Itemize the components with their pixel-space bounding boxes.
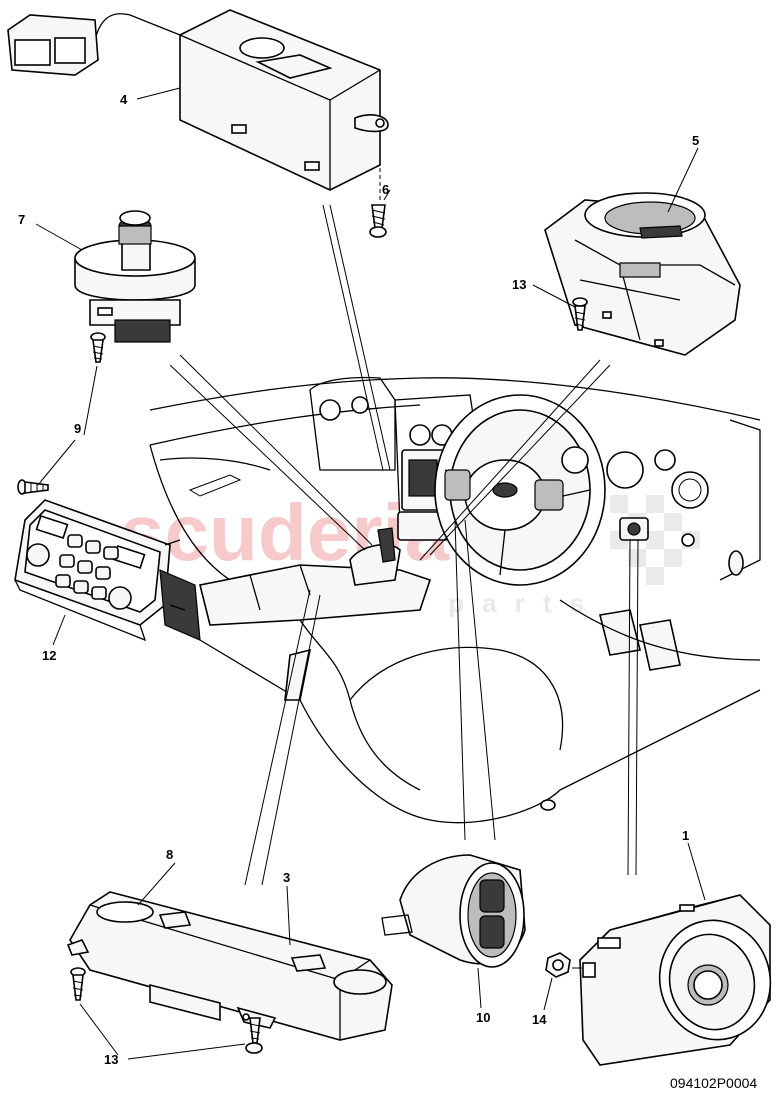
callout-10: 6 bbox=[382, 182, 389, 197]
part-5-hazard-switch bbox=[544, 192, 741, 356]
part-6-steering-wheel-switch bbox=[381, 854, 526, 968]
callout-4: 4 bbox=[120, 92, 128, 107]
callout-labels: 4 5 6 7 13 9 12 1 8 3 10 14 13 bbox=[18, 92, 699, 1067]
watermark: scuderia car parts bbox=[120, 488, 700, 618]
callout-leaders bbox=[35, 87, 706, 1060]
part-13-screw-lower-right bbox=[245, 1017, 263, 1054]
part-7-mirror-adjust-switch bbox=[74, 210, 196, 343]
callout-8: 8 bbox=[166, 847, 173, 862]
part-3-console-switch-panel bbox=[66, 891, 393, 1041]
car-interior-illustration bbox=[149, 376, 761, 824]
climate-buttons bbox=[55, 534, 119, 600]
callout-12: 12 bbox=[42, 648, 56, 663]
part-10-screw bbox=[369, 204, 387, 238]
callout-5: 5 bbox=[692, 133, 699, 148]
part-14-nut bbox=[545, 952, 582, 978]
part-13-screw-lower-left bbox=[70, 967, 86, 1001]
callout-13-upper: 13 bbox=[512, 277, 526, 292]
part-13-screw-upper bbox=[572, 297, 588, 331]
part-9-screw-lower bbox=[17, 479, 49, 495]
part-4-control-unit bbox=[7, 9, 389, 191]
callout-1: 1 bbox=[682, 828, 689, 843]
callout-13-lower: 13 bbox=[104, 1052, 118, 1067]
callout-9: 9 bbox=[74, 421, 81, 436]
part-12-climate-control-panel bbox=[14, 499, 201, 642]
callout-7: 7 bbox=[18, 212, 25, 227]
callout-6: 10 bbox=[476, 1010, 490, 1025]
drawing-number: 094102P0004 bbox=[670, 1075, 757, 1091]
callout-3: 3 bbox=[283, 870, 290, 885]
part-9-screw-upper bbox=[90, 332, 106, 363]
part-1-light-switch bbox=[579, 894, 772, 1066]
callout-14: 14 bbox=[532, 1012, 547, 1027]
